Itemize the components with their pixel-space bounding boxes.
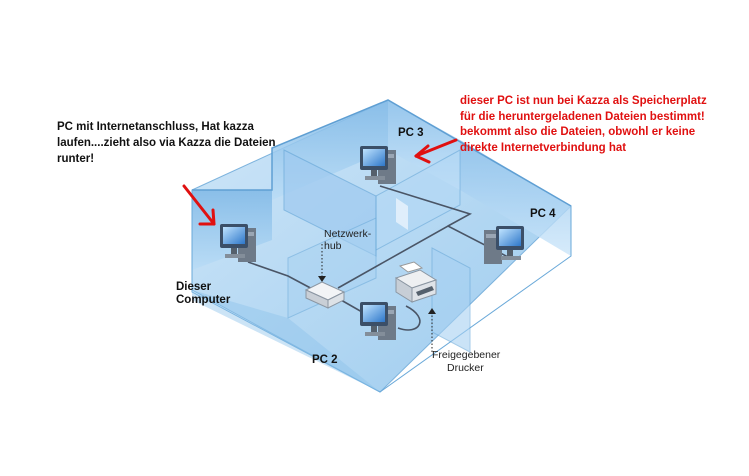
pc3-note-line: direkte Internetverbindung hat <box>460 141 745 157</box>
pc4-label: PC 4 <box>530 208 556 221</box>
pc3-note-line: bekommt also die Dateien, obwohl er kein… <box>460 125 745 141</box>
dieser-computer-label-line2: Computer <box>176 294 230 307</box>
computer-icon <box>360 146 396 184</box>
computer-icon <box>220 224 256 262</box>
printer-label-line2: Drucker <box>447 362 484 375</box>
pc2-label: PC 2 <box>312 354 338 367</box>
printer-label-line1: Freigegebener <box>432 349 500 362</box>
pc3-note-line: dieser PC ist nun bei Kazza als Speicher… <box>460 94 745 110</box>
computer-icon <box>360 302 396 340</box>
computer-icon <box>484 226 524 264</box>
pc3-label: PC 3 <box>398 127 424 140</box>
hub-label-line2: hub <box>324 240 342 253</box>
internet-pc-note: PC mit Internetanschluss, Hat kazza lauf… <box>57 119 287 167</box>
pc3-note: dieser PC ist nun bei Kazza als Speicher… <box>460 94 745 156</box>
pc3-note-line: für die heruntergeladenen Dateien bestim… <box>460 110 745 126</box>
dieser-computer-label-line1: Dieser <box>176 281 211 294</box>
